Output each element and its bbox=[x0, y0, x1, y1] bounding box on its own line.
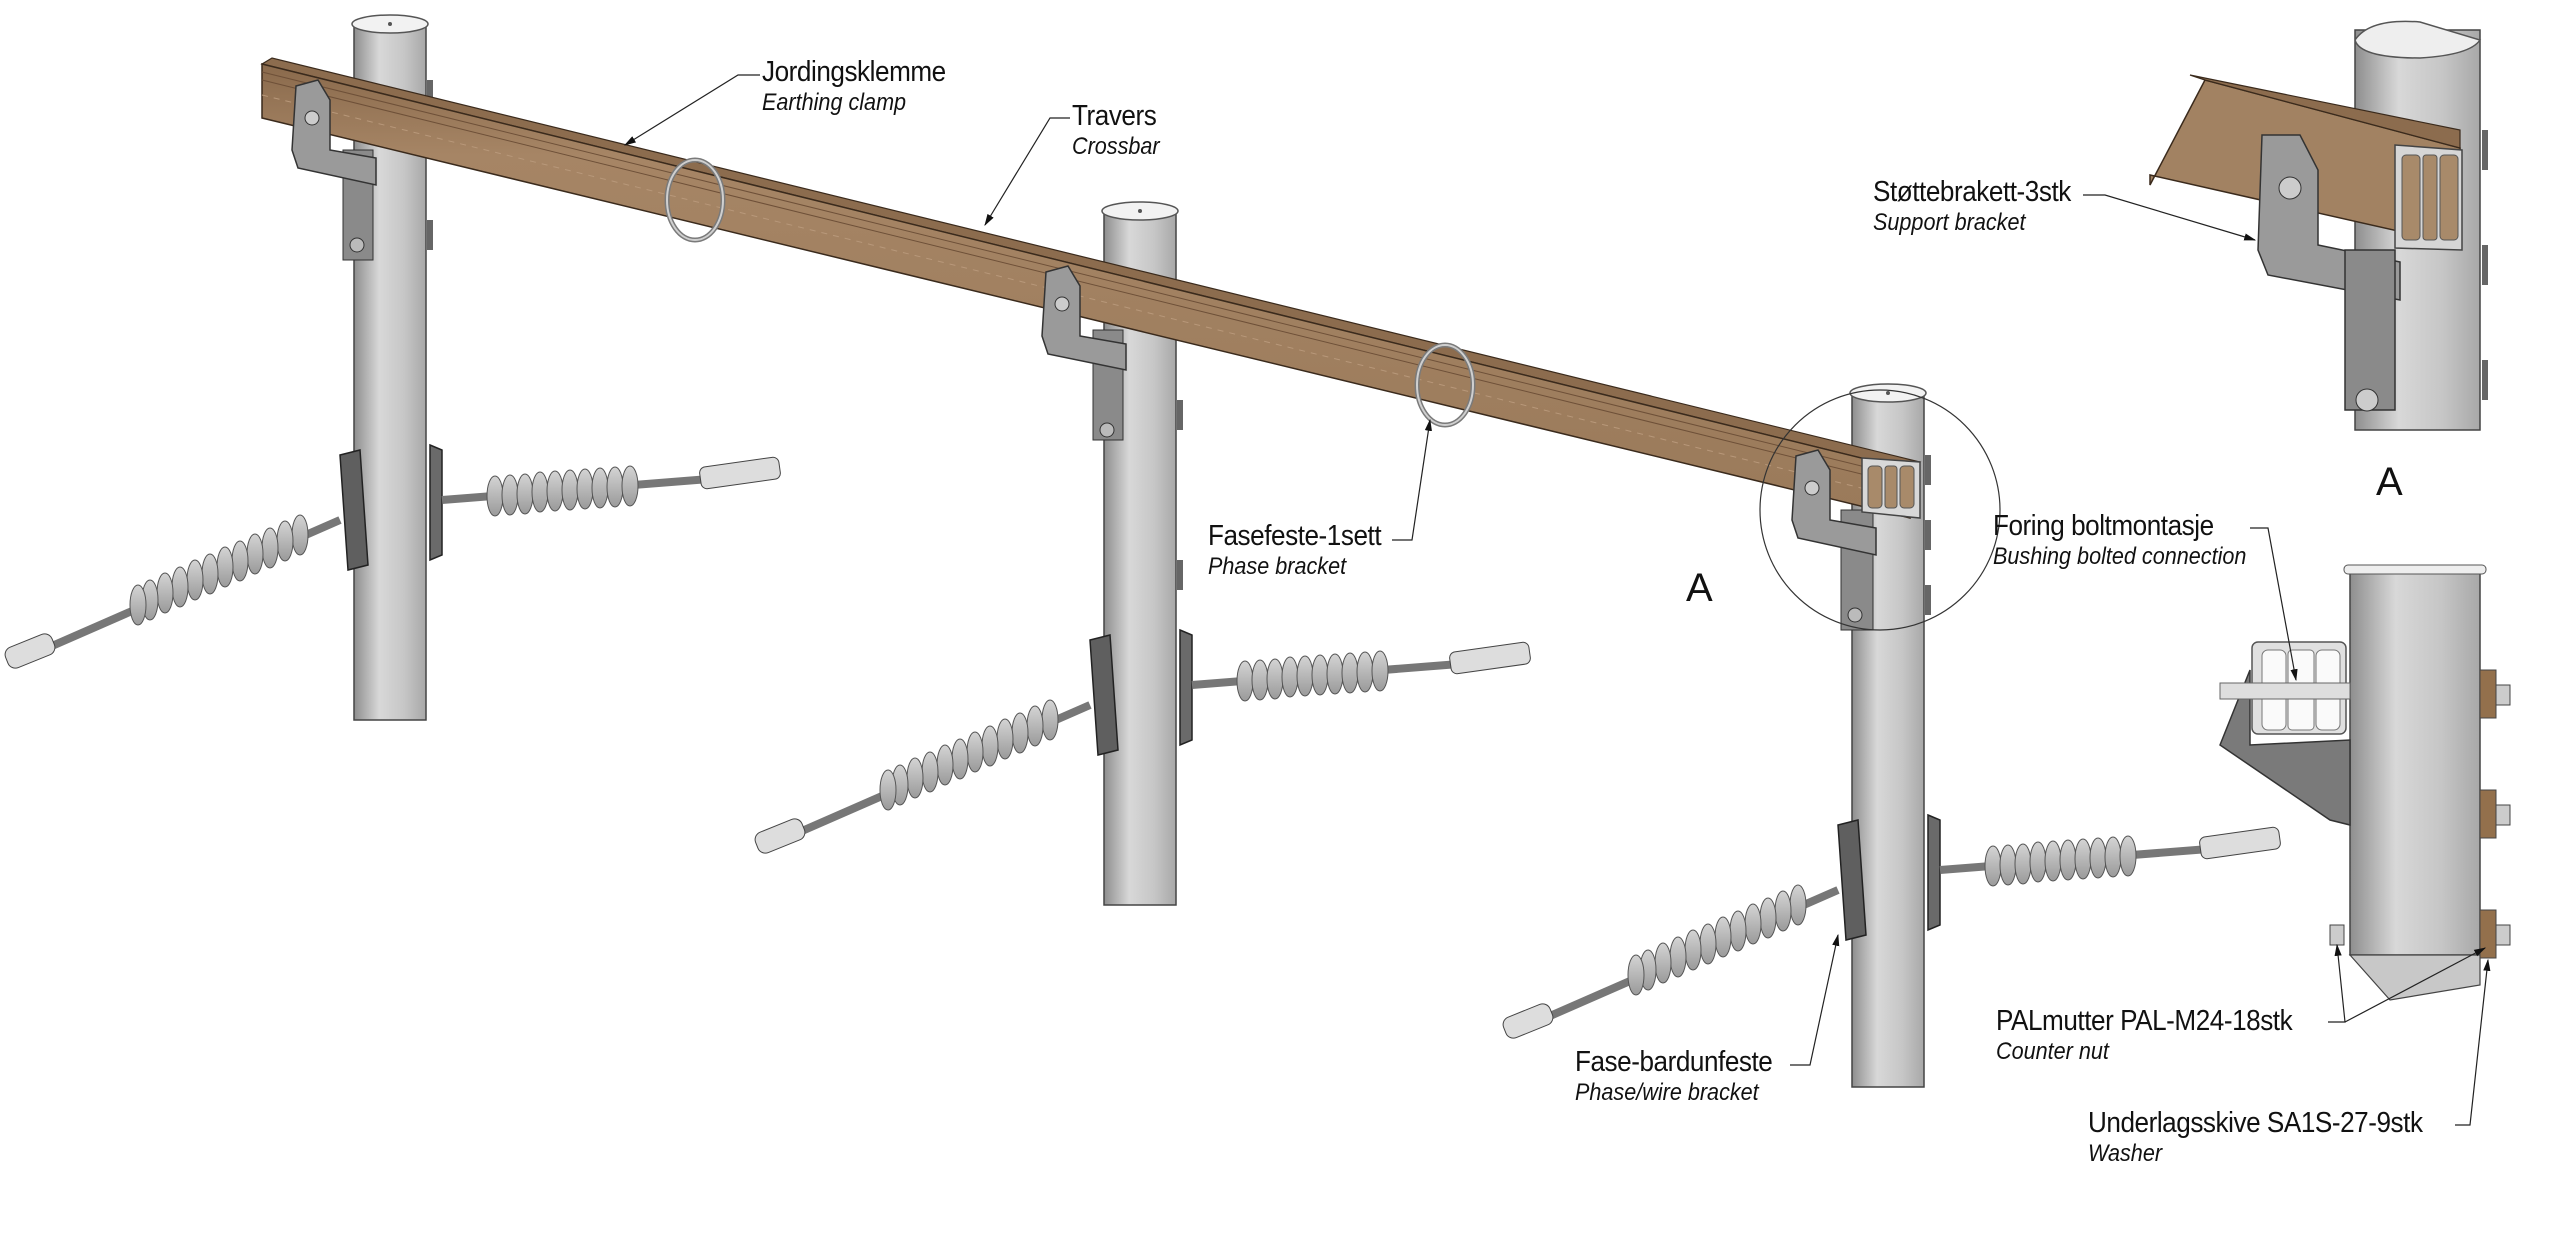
detail-a-circle bbox=[1759, 389, 2001, 631]
label-en: Phase bracket bbox=[1208, 553, 1347, 580]
leader-fase-bardunfeste bbox=[1790, 933, 1840, 1066]
insulator-3-right bbox=[1939, 826, 2281, 887]
insulator-1-right bbox=[441, 456, 781, 517]
support-bracket-1 bbox=[291, 79, 377, 186]
leader-foring bbox=[2250, 527, 2298, 682]
leader-palmutter bbox=[2328, 943, 2346, 1023]
insulator-2-right bbox=[1191, 641, 1531, 702]
support-bracket-2 bbox=[1041, 265, 1127, 371]
label-underlagsskive: Underlagsskive SA1S-27-9stk Washer bbox=[2088, 1107, 2460, 1169]
leader-stottebrakett bbox=[2083, 194, 2257, 241]
label-travers: Travers Crossbar bbox=[1072, 100, 1169, 162]
label-no: Underlagsskive SA1S-27-9stk bbox=[2088, 1107, 2423, 1139]
detail-a-marker: A bbox=[1686, 566, 1713, 610]
label-jordingsklemme: Jordingsklemme Earthing clamp bbox=[762, 56, 966, 118]
phase-wire-bracket-2 bbox=[1089, 628, 1193, 756]
label-no: Foring boltmontasje bbox=[1993, 510, 2214, 542]
label-no: Jordingsklemme bbox=[762, 56, 946, 88]
leader-underlagsskive bbox=[2455, 958, 2491, 1126]
label-en: Phase/wire bracket bbox=[1575, 1079, 1759, 1106]
leader-fasefeste bbox=[1392, 418, 1432, 541]
label-en: Earthing clamp bbox=[762, 89, 907, 116]
label-en: Support bracket bbox=[1873, 209, 2026, 236]
detail-a-title: A bbox=[2376, 460, 2403, 504]
leader-travers bbox=[984, 117, 1070, 227]
pole-3 bbox=[1840, 383, 1931, 1088]
label-stottebrakett: Støttebrakett-3stk Support bracket bbox=[1873, 176, 2093, 238]
phase-bracket-ring-2 bbox=[1414, 342, 1476, 428]
detail-a-view bbox=[2149, 20, 2488, 431]
label-foring: Foring boltmontasje Bushing bolted conne… bbox=[1993, 510, 2275, 572]
phase-wire-bracket-3 bbox=[1837, 813, 1941, 941]
leader-jordingsklemme bbox=[623, 74, 760, 146]
label-palmutter: PALmutter PAL-M24-18stk Counter nut bbox=[1996, 1005, 2325, 1067]
label-fase-bardunfeste: Fase-bardunfeste Phase/wire bracket bbox=[1575, 1046, 1794, 1108]
label-en: Counter nut bbox=[1996, 1038, 2109, 1065]
label-en: Washer bbox=[2088, 1140, 2163, 1167]
label-fasefeste: Fasefeste-1sett Phase bracket bbox=[1208, 520, 1400, 582]
insulator-1-left bbox=[4, 514, 342, 669]
section-view bbox=[2219, 564, 2511, 1001]
label-en: Crossbar bbox=[1072, 133, 1160, 160]
insulator-3-left bbox=[1502, 884, 1840, 1039]
label-no: PALmutter PAL-M24-18stk bbox=[1996, 1005, 2293, 1037]
label-no: Fasefeste-1sett bbox=[1208, 520, 1382, 552]
label-no: Støttebrakett-3stk bbox=[1873, 176, 2071, 208]
leader-palmutter-2 bbox=[2344, 947, 2487, 1023]
label-no: Travers bbox=[1072, 100, 1157, 132]
label-en: Bushing bolted connection bbox=[1993, 543, 2247, 570]
phase-wire-bracket-1 bbox=[339, 443, 443, 571]
phase-bracket-ring-1 bbox=[664, 157, 726, 243]
insulator-2-left bbox=[754, 699, 1092, 854]
support-bracket-3 bbox=[1791, 449, 1877, 556]
label-no: Fase-bardunfeste bbox=[1575, 1046, 1773, 1078]
